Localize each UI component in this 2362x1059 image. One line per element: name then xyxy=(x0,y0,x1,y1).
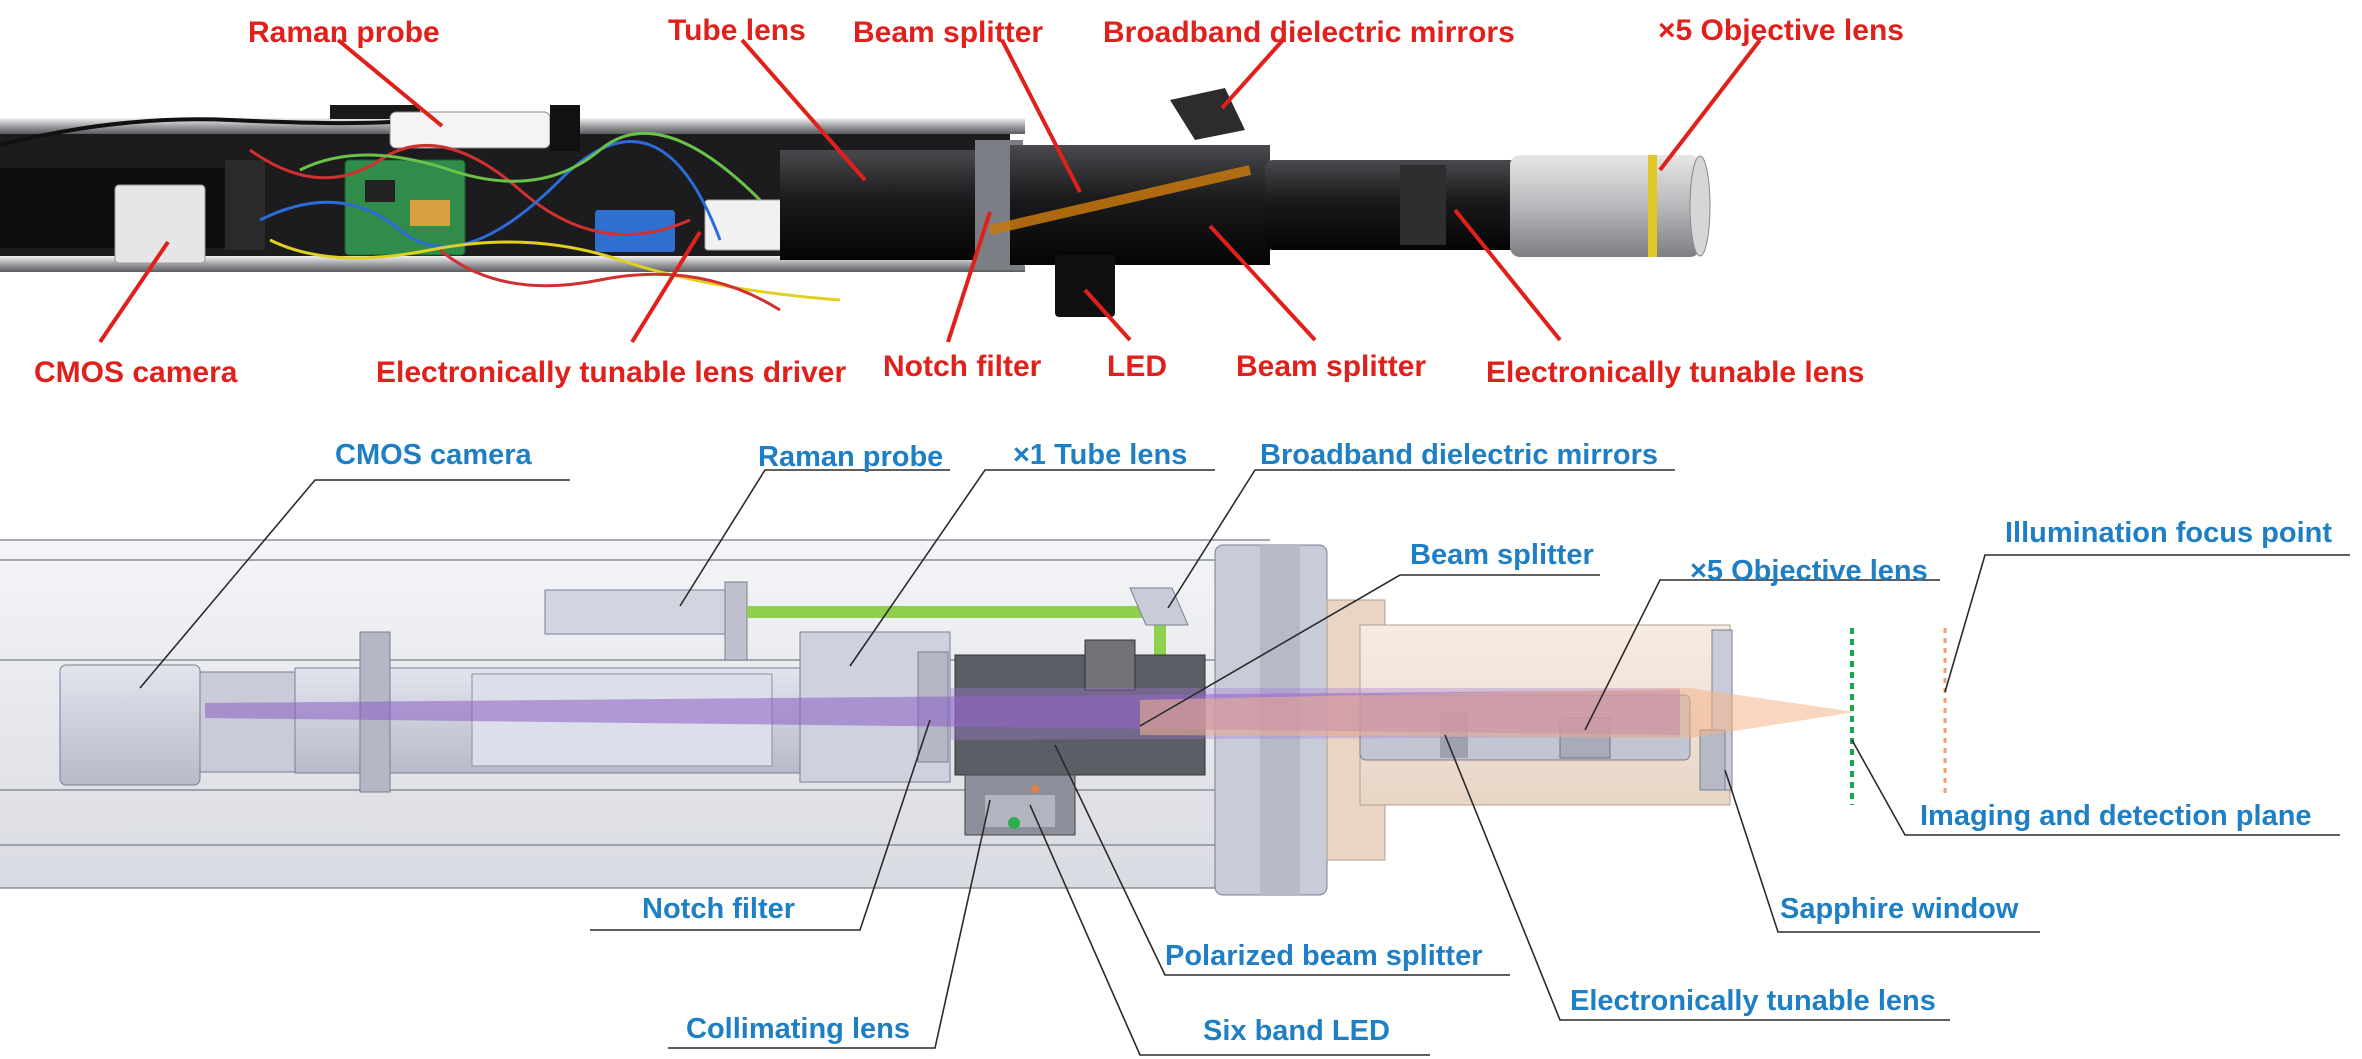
leader-collimating-lens xyxy=(668,799,991,1049)
schematic-raman-clamp xyxy=(724,581,748,661)
photo-etl-ring xyxy=(1400,165,1446,245)
leader-beam-splitter xyxy=(1000,39,1082,193)
photo-tube-lens xyxy=(780,150,1000,260)
leader-cmos-camera xyxy=(139,479,570,689)
leader-led xyxy=(1083,288,1132,342)
photo-led-housing xyxy=(1055,255,1115,317)
leader-etl xyxy=(1444,734,1950,1021)
leader-objective xyxy=(1584,579,1940,731)
leader-polarized-bs xyxy=(1054,744,1510,976)
label-objective-lens: ×5 Objective lens xyxy=(1658,14,1904,47)
label-etl: Electronically tunable lens xyxy=(1486,356,1864,389)
photo-white-connector xyxy=(704,199,786,251)
schematic-led-dot xyxy=(1008,817,1020,829)
leader-etl xyxy=(1453,208,1562,342)
leader-raman-probe xyxy=(336,38,444,128)
photo-amber-ribbon xyxy=(988,165,1252,235)
label-cmos-camera: CMOS camera xyxy=(34,356,238,389)
leader-notch-filter xyxy=(590,719,931,931)
photo-labels: Raman probe Tube lens Beam splitter Broa… xyxy=(34,14,1904,389)
photo-wire-blue xyxy=(259,140,722,249)
photo-raman-probe-body xyxy=(389,111,551,149)
leader-mirrors xyxy=(1220,38,1285,110)
label-notch-filter: Notch filter xyxy=(642,893,795,925)
leader-beam-splitter xyxy=(1139,574,1600,727)
label-sapphire-window: Sapphire window xyxy=(1780,893,2019,925)
photo-cable xyxy=(0,117,391,147)
photo-wire-green xyxy=(299,131,762,202)
label-objective-lens: ×5 Objective lens xyxy=(1690,555,1928,587)
photo-leader-lines xyxy=(98,38,1762,344)
label-broadband-mirrors: Broadband dielectric mirrors xyxy=(1260,439,1658,471)
photo-wire-red xyxy=(439,248,781,312)
photo-camera-mount xyxy=(225,160,265,250)
leader-etl-driver xyxy=(630,230,702,344)
photo-chip xyxy=(365,180,395,202)
photo-objective-ring xyxy=(1648,155,1657,257)
schematic-leader-lines xyxy=(139,469,2350,1056)
label-etl: Electronically tunable lens xyxy=(1570,985,1936,1017)
schematic-illumination-beam xyxy=(1140,688,1855,738)
photo-objective-tip xyxy=(1689,155,1711,257)
label-beam-splitter: Beam splitter xyxy=(853,16,1043,49)
label-collimating-lens: Collimating lens xyxy=(686,1013,910,1045)
schematic-raman-probe xyxy=(544,589,731,635)
schematic-camera-adapter xyxy=(199,671,296,773)
probe-hardware-photo xyxy=(0,88,1711,317)
leader-tube-lens xyxy=(740,38,867,182)
label-illumination-focus: Illumination focus point xyxy=(2005,517,2332,549)
photo-raman-probe-cap xyxy=(550,105,580,151)
photo-bottom-rod xyxy=(0,256,1025,272)
schematic-window-mount xyxy=(1699,729,1726,791)
leader-tube-lens xyxy=(849,469,1215,667)
leader-mirrors xyxy=(1167,469,1675,609)
schematic-six-band-led xyxy=(985,795,1055,827)
schematic-labels: CMOS camera Raman probe ×1 Tube lens Bro… xyxy=(335,439,2332,1047)
label-six-band-led: Six band LED xyxy=(1203,1015,1390,1047)
leader-illumination-focus xyxy=(1944,554,2350,693)
label-notch-filter: Notch filter xyxy=(883,350,1042,383)
label-etl-driver: Electronically tunable lens driver xyxy=(376,356,846,389)
label-imaging-plane: Imaging and detection plane xyxy=(1920,800,2312,832)
label-beam-splitter: Beam splitter xyxy=(1410,539,1594,571)
label-led: LED xyxy=(1107,350,1167,383)
label-tube-lens: Tube lens xyxy=(668,14,806,47)
leader-raman-probe xyxy=(679,469,950,607)
leader-cmos xyxy=(98,240,170,344)
schematic-dielectric-mirror xyxy=(1129,587,1189,626)
leader-six-band-led xyxy=(1029,804,1430,1056)
leader-notch xyxy=(946,211,992,343)
schematic-splitter-top xyxy=(1084,639,1136,691)
label-beam-splitter-bottom: Beam splitter xyxy=(1236,350,1426,383)
label-tube-lens: ×1 Tube lens xyxy=(1013,439,1187,471)
label-raman-probe: Raman probe xyxy=(248,16,440,49)
photo-blue-connector xyxy=(595,210,675,252)
label-broadband-mirrors: Broadband dielectric mirrors xyxy=(1103,16,1515,49)
photo-objective xyxy=(1510,155,1700,257)
probe-cross-section-schematic xyxy=(0,539,1947,896)
leader-objective xyxy=(1658,38,1762,172)
leader-sapphire xyxy=(1724,769,2040,933)
schematic-camera xyxy=(59,664,201,786)
photo-wire-red xyxy=(249,144,691,237)
label-cmos-camera: CMOS camera xyxy=(335,439,533,471)
label-polarized-beam-splitter: Polarized beam splitter xyxy=(1165,940,1483,972)
label-raman-probe: Raman probe xyxy=(758,441,943,473)
leader-beam-splitter-2 xyxy=(1208,224,1317,342)
leader-imaging-plane xyxy=(1851,739,2340,836)
schematic-led-dot xyxy=(1031,785,1039,793)
photo-chip xyxy=(410,200,450,226)
photo-camera-label-plate xyxy=(114,184,206,264)
photo-beam-splitter-cube-2 xyxy=(1140,145,1270,265)
